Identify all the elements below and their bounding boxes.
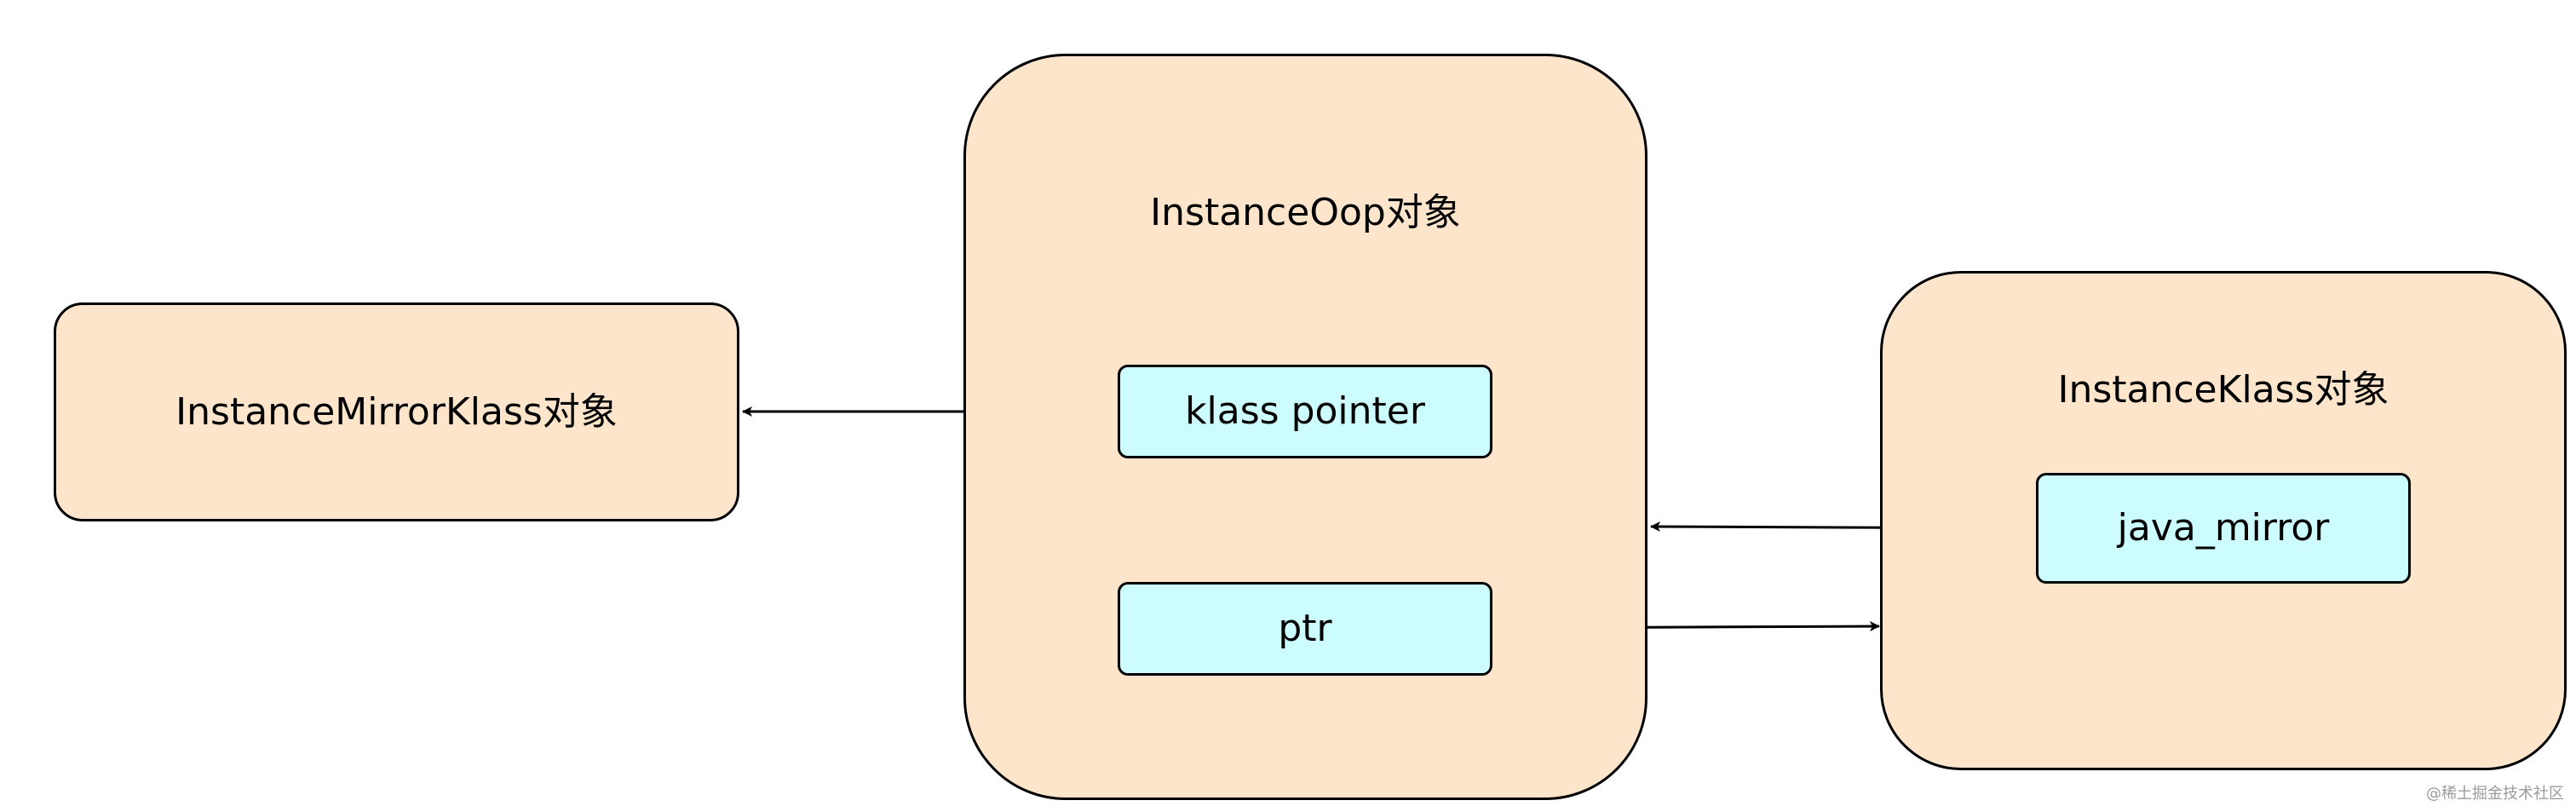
- klass-pointer-field: klass pointer: [1118, 365, 1492, 458]
- mirror-klass-node: InstanceMirrorKlass对象: [54, 302, 739, 521]
- ptr-field: ptr: [1118, 582, 1492, 676]
- java-mirror-field: java_mirror: [2036, 473, 2411, 584]
- java-mirror-label: java_mirror: [2117, 506, 2330, 550]
- klass-pointer-label: klass pointer: [1185, 389, 1425, 433]
- instance-oop-label: InstanceOop对象: [1150, 191, 1461, 234]
- watermark: @稀土掘金技术社区: [2426, 785, 2564, 803]
- instance-klass-label: InstanceKlass对象: [2057, 368, 2389, 412]
- ptr-label: ptr: [1278, 607, 1332, 650]
- mirror-klass-label: InstanceMirrorKlass对象: [175, 389, 618, 434]
